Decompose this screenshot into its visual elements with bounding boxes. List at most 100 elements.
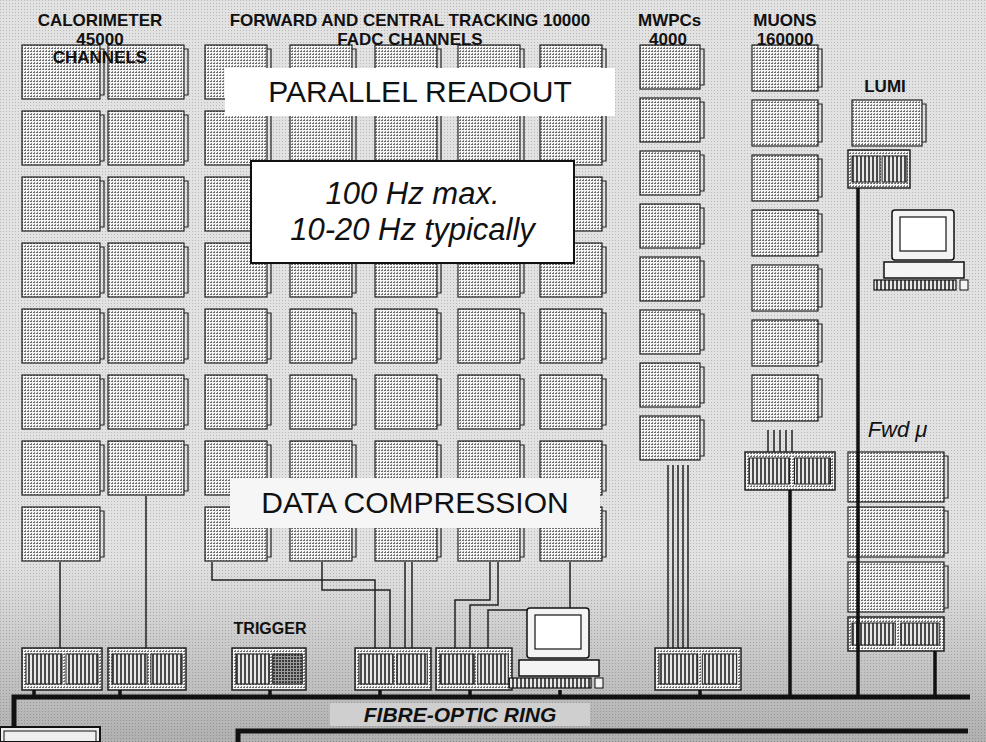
corner-box	[0, 727, 100, 742]
crate-modules	[236, 654, 269, 684]
cable	[779, 430, 781, 452]
crate-cable-bracket	[352, 115, 356, 161]
crate-cable-bracket	[602, 445, 606, 491]
crate-cable-bracket	[437, 115, 441, 161]
crate-modules	[852, 156, 880, 182]
fibre-optic-ring	[14, 697, 970, 742]
crate-cable-bracket	[437, 313, 441, 359]
crate-modules	[112, 654, 147, 684]
electronics-crate	[205, 111, 267, 165]
crate-cable-bracket	[184, 181, 188, 227]
section-label: MUONS 160000	[750, 12, 820, 49]
crate-modules	[273, 654, 303, 684]
electronics-crate	[640, 257, 700, 301]
ring-drop	[933, 651, 937, 697]
crate-modules	[901, 623, 939, 645]
crate-cable-bracket	[520, 379, 524, 425]
crate-cable-bracket	[100, 181, 104, 227]
crate-cable-bracket	[267, 379, 271, 425]
electronics-crate	[108, 441, 184, 495]
readout-crate	[22, 648, 102, 690]
crate-cable-bracket	[700, 49, 704, 85]
panel-text: PARALLEL READOUT	[268, 75, 571, 110]
cable	[470, 562, 498, 648]
cable	[59, 562, 61, 648]
crate-cable-bracket	[818, 214, 822, 252]
section-label: Fwd μ	[850, 418, 945, 442]
ring-line	[238, 731, 968, 742]
crate-cable-bracket	[100, 379, 104, 425]
crate-cable-bracket	[700, 155, 704, 191]
crate-modules	[882, 156, 907, 182]
electronics-crate	[290, 375, 352, 429]
electronics-crate	[108, 243, 184, 297]
ring-label: FIBRE-OPTIC RING	[330, 703, 590, 726]
ring-drop	[32, 690, 36, 697]
crate-modules	[440, 654, 474, 684]
crate-cable-bracket	[602, 379, 606, 425]
electronics-crate	[752, 210, 818, 256]
crate-cable-bracket	[818, 159, 822, 197]
crate-cable-bracket	[100, 511, 104, 557]
electronics-crate	[848, 452, 944, 502]
crate-cable-bracket	[700, 208, 704, 244]
section-label: FORWARD AND CENTRAL TRACKING 10000 FADC …	[220, 12, 600, 49]
electronics-crate	[22, 309, 100, 363]
ring-drop	[268, 690, 272, 697]
cable	[682, 465, 684, 648]
cable	[322, 562, 390, 648]
computer-mouse	[960, 280, 968, 290]
crate-cable-bracket	[602, 247, 606, 293]
crate-modules	[151, 654, 182, 684]
crate-modules	[66, 654, 98, 684]
ring-drop	[558, 690, 562, 697]
ring-drop	[856, 188, 860, 697]
crate-modules	[659, 654, 698, 684]
electronics-crate	[752, 45, 818, 91]
crate-cable-bracket	[184, 313, 188, 359]
electronics-crate	[108, 375, 184, 429]
electronics-crate	[108, 177, 184, 231]
cable	[687, 465, 689, 648]
computer-base	[519, 660, 599, 676]
computer-screen	[535, 615, 581, 649]
computer-monitor	[892, 210, 954, 260]
readout-crate	[745, 452, 835, 490]
crate-cable-bracket	[700, 420, 704, 456]
section-label: CALORIMETER 45000 CHANNELS	[30, 12, 170, 68]
cable	[404, 562, 406, 648]
electronics-crate	[640, 310, 700, 354]
crate-cable-bracket	[700, 102, 704, 138]
crate-cable-bracket	[100, 313, 104, 359]
cable	[677, 465, 679, 648]
crate-group	[22, 45, 948, 690]
crate-cable-bracket	[818, 379, 822, 417]
readout-crate	[355, 648, 431, 690]
ring-drop	[698, 690, 702, 697]
crate-cable-bracket	[184, 49, 188, 95]
crate-modules	[795, 458, 831, 484]
section-label: TRIGGER	[220, 620, 320, 638]
electronics-crate	[22, 375, 100, 429]
electronics-crate	[458, 111, 520, 165]
electronics-crate	[540, 111, 602, 165]
electronics-crate	[752, 155, 818, 201]
electronics-crate	[290, 111, 352, 165]
crate-modules	[749, 458, 790, 484]
electronics-crate	[640, 98, 700, 142]
corner-box-inner	[4, 731, 96, 742]
ring-drop-group	[34, 188, 935, 697]
electronics-crate	[640, 204, 700, 248]
electronics-crate	[375, 111, 437, 165]
crate-cable-bracket	[700, 367, 704, 403]
crate-cable-bracket	[944, 511, 948, 553]
electronics-crate	[22, 243, 100, 297]
electronics-crate	[22, 177, 100, 231]
electronics-crate	[540, 375, 602, 429]
crate-cable-bracket	[818, 324, 822, 362]
crate-cable-bracket	[602, 181, 606, 227]
crate-cable-bracket	[437, 379, 441, 425]
crate-cable-bracket	[184, 379, 188, 425]
panel-text: 100 Hz max.	[325, 176, 499, 212]
